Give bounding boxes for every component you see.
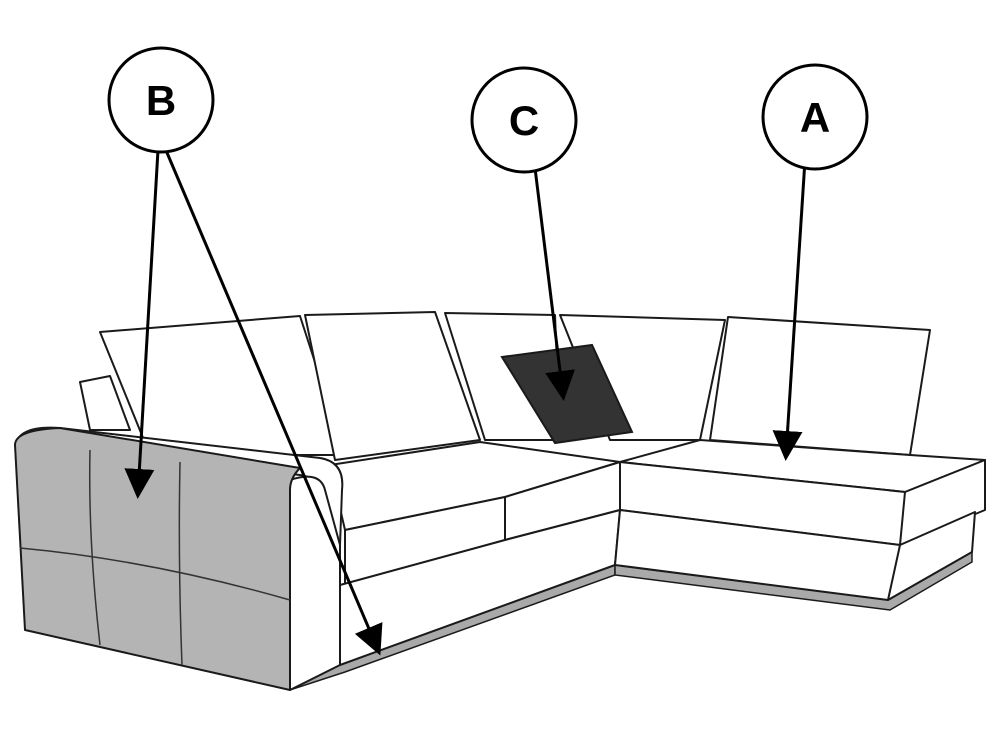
armrest [14,426,344,691]
leader-a [772,159,807,461]
back-cushion-5 [709,316,931,456]
back-cushions [79,311,931,461]
callout-leaders [124,147,807,656]
back-cushion-1 [99,315,346,456]
seat-section [329,439,986,666]
back-cushion-far-left [79,375,131,431]
armrest-outer-panel [14,427,301,691]
leader-c [533,167,575,401]
callout-a: A [761,63,869,171]
callout-c-label: C [509,97,539,144]
leader-b-2 [163,147,383,656]
callout-b-label: B [146,77,176,124]
armrest-tufting [19,449,291,666]
back-cushion-2 [304,311,481,461]
callout-b: B [107,46,215,154]
callout-c: C [470,66,578,174]
callout-a-label: A [800,94,830,141]
leader-b-1 [124,149,160,499]
